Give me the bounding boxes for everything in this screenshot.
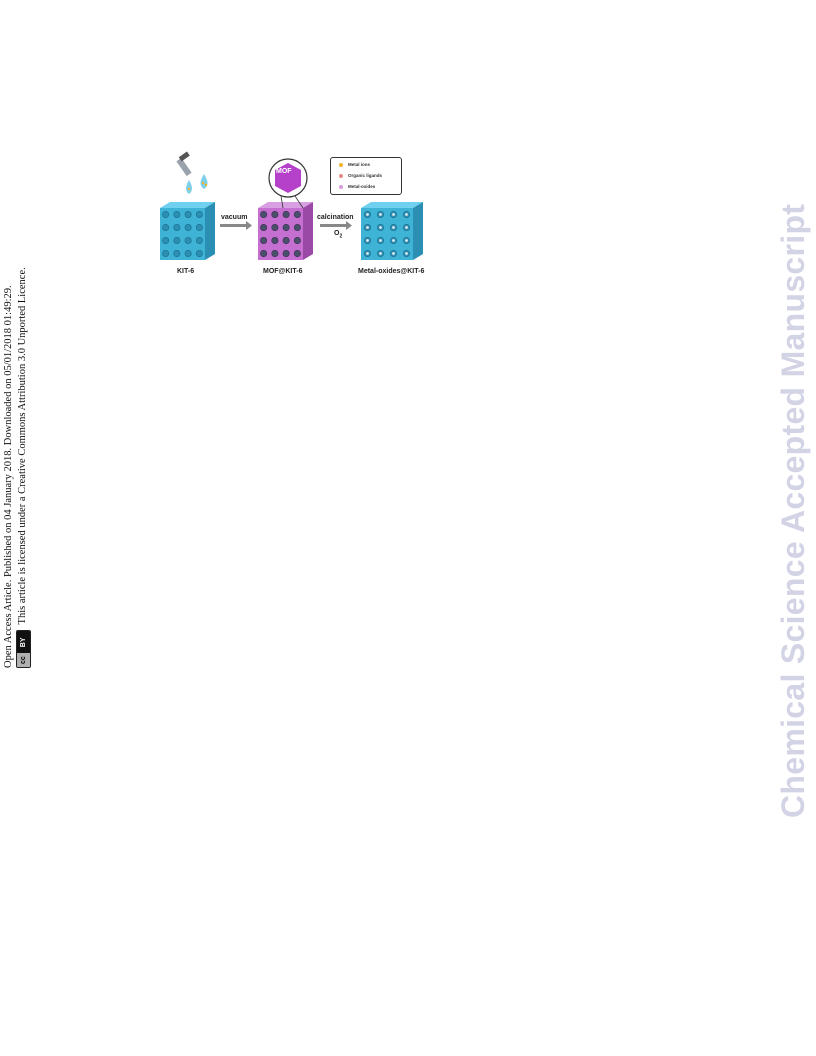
accepted-manuscript-watermark: Chemical Science Accepted Manuscript (775, 203, 811, 818)
pore (282, 250, 290, 258)
arrow-right-icon (320, 221, 352, 230)
pore (184, 210, 192, 218)
metal-oxide-particle (405, 252, 408, 255)
cc-logo: cc (16, 653, 30, 667)
pore (195, 237, 203, 245)
pore (184, 250, 192, 258)
metal-oxides-kit6-label: Metal-oxides@KIT-6 (358, 268, 425, 275)
by-label: BY (16, 631, 30, 654)
vacuum-label: vacuum (221, 214, 248, 221)
legend-item-metal-ions: Metal ions (339, 162, 370, 167)
pore (173, 237, 181, 245)
metal-oxide-particle (379, 252, 382, 255)
metal-oxide-particle (379, 239, 382, 242)
metal-oxide-particle (405, 213, 408, 216)
pore (195, 210, 203, 218)
mof-callout (268, 158, 308, 209)
legend-dot (339, 162, 343, 167)
pore (162, 224, 170, 232)
legend-dot (339, 173, 343, 178)
scheme-graphic (160, 151, 423, 260)
metal-oxide-particle (392, 239, 395, 242)
pore (271, 224, 279, 232)
pore (293, 224, 301, 232)
open-access-notice: Open Access Article. Published on 04 Jan… (2, 198, 31, 668)
metal-oxide-particle (366, 213, 369, 216)
legend-item-organic-ligands: Organic ligands (339, 173, 382, 178)
published-line: Open Access Article. Published on 04 Jan… (3, 285, 14, 668)
kit6-label: KIT-6 (177, 268, 195, 275)
o2-label: O2 (334, 230, 343, 240)
pore (271, 250, 279, 258)
pore (293, 250, 301, 258)
pore (260, 224, 268, 232)
pore (282, 224, 290, 232)
metal-oxide-particle (379, 226, 382, 229)
pore (195, 250, 203, 258)
pore (162, 237, 170, 245)
calcination-label: calcination (317, 214, 354, 221)
legend-item-metal-oxides: Metal-oxides (339, 184, 375, 189)
metal-oxide-particle (366, 226, 369, 229)
droplet-icons (186, 174, 208, 194)
pore (293, 237, 301, 245)
legend-dot (339, 184, 343, 189)
pore (260, 237, 268, 245)
cc-by-license-badge[interactable]: cc BY (15, 630, 31, 668)
pore (162, 250, 170, 258)
metal-oxide-particle (405, 239, 408, 242)
pore (162, 210, 170, 218)
metal-oxide-particle (392, 252, 395, 255)
metal-oxide-particle (366, 252, 369, 255)
metal-oxide-particle (392, 226, 395, 229)
metal-oxide-particle (379, 213, 382, 216)
pore (173, 224, 181, 232)
license-text: This article is licensed under a Creativ… (17, 267, 28, 625)
pore (293, 210, 301, 218)
pore (260, 250, 268, 258)
synthesis-scheme-figure: Metal ions Organic ligands Metal-oxides … (155, 150, 435, 285)
metal-oxide-particle (366, 239, 369, 242)
mof-badge-label: MOF (276, 168, 292, 175)
pore (282, 237, 290, 245)
pore (271, 237, 279, 245)
pore (271, 210, 279, 218)
metal-oxide-particle (405, 226, 408, 229)
pore (173, 250, 181, 258)
pore (195, 224, 203, 232)
pore (184, 224, 192, 232)
license-line: cc BY This article is licensed under a C… (15, 198, 31, 668)
mof-kit6-label: MOF@KIT-6 (263, 268, 303, 275)
arrow-right-icon (220, 221, 252, 230)
metal-oxide-particle (392, 213, 395, 216)
pore (260, 210, 268, 218)
dropper-icon (176, 151, 192, 177)
legend: Metal ions Organic ligands Metal-oxides (330, 157, 402, 195)
pore (184, 237, 192, 245)
pore (282, 210, 290, 218)
pore (173, 210, 181, 218)
